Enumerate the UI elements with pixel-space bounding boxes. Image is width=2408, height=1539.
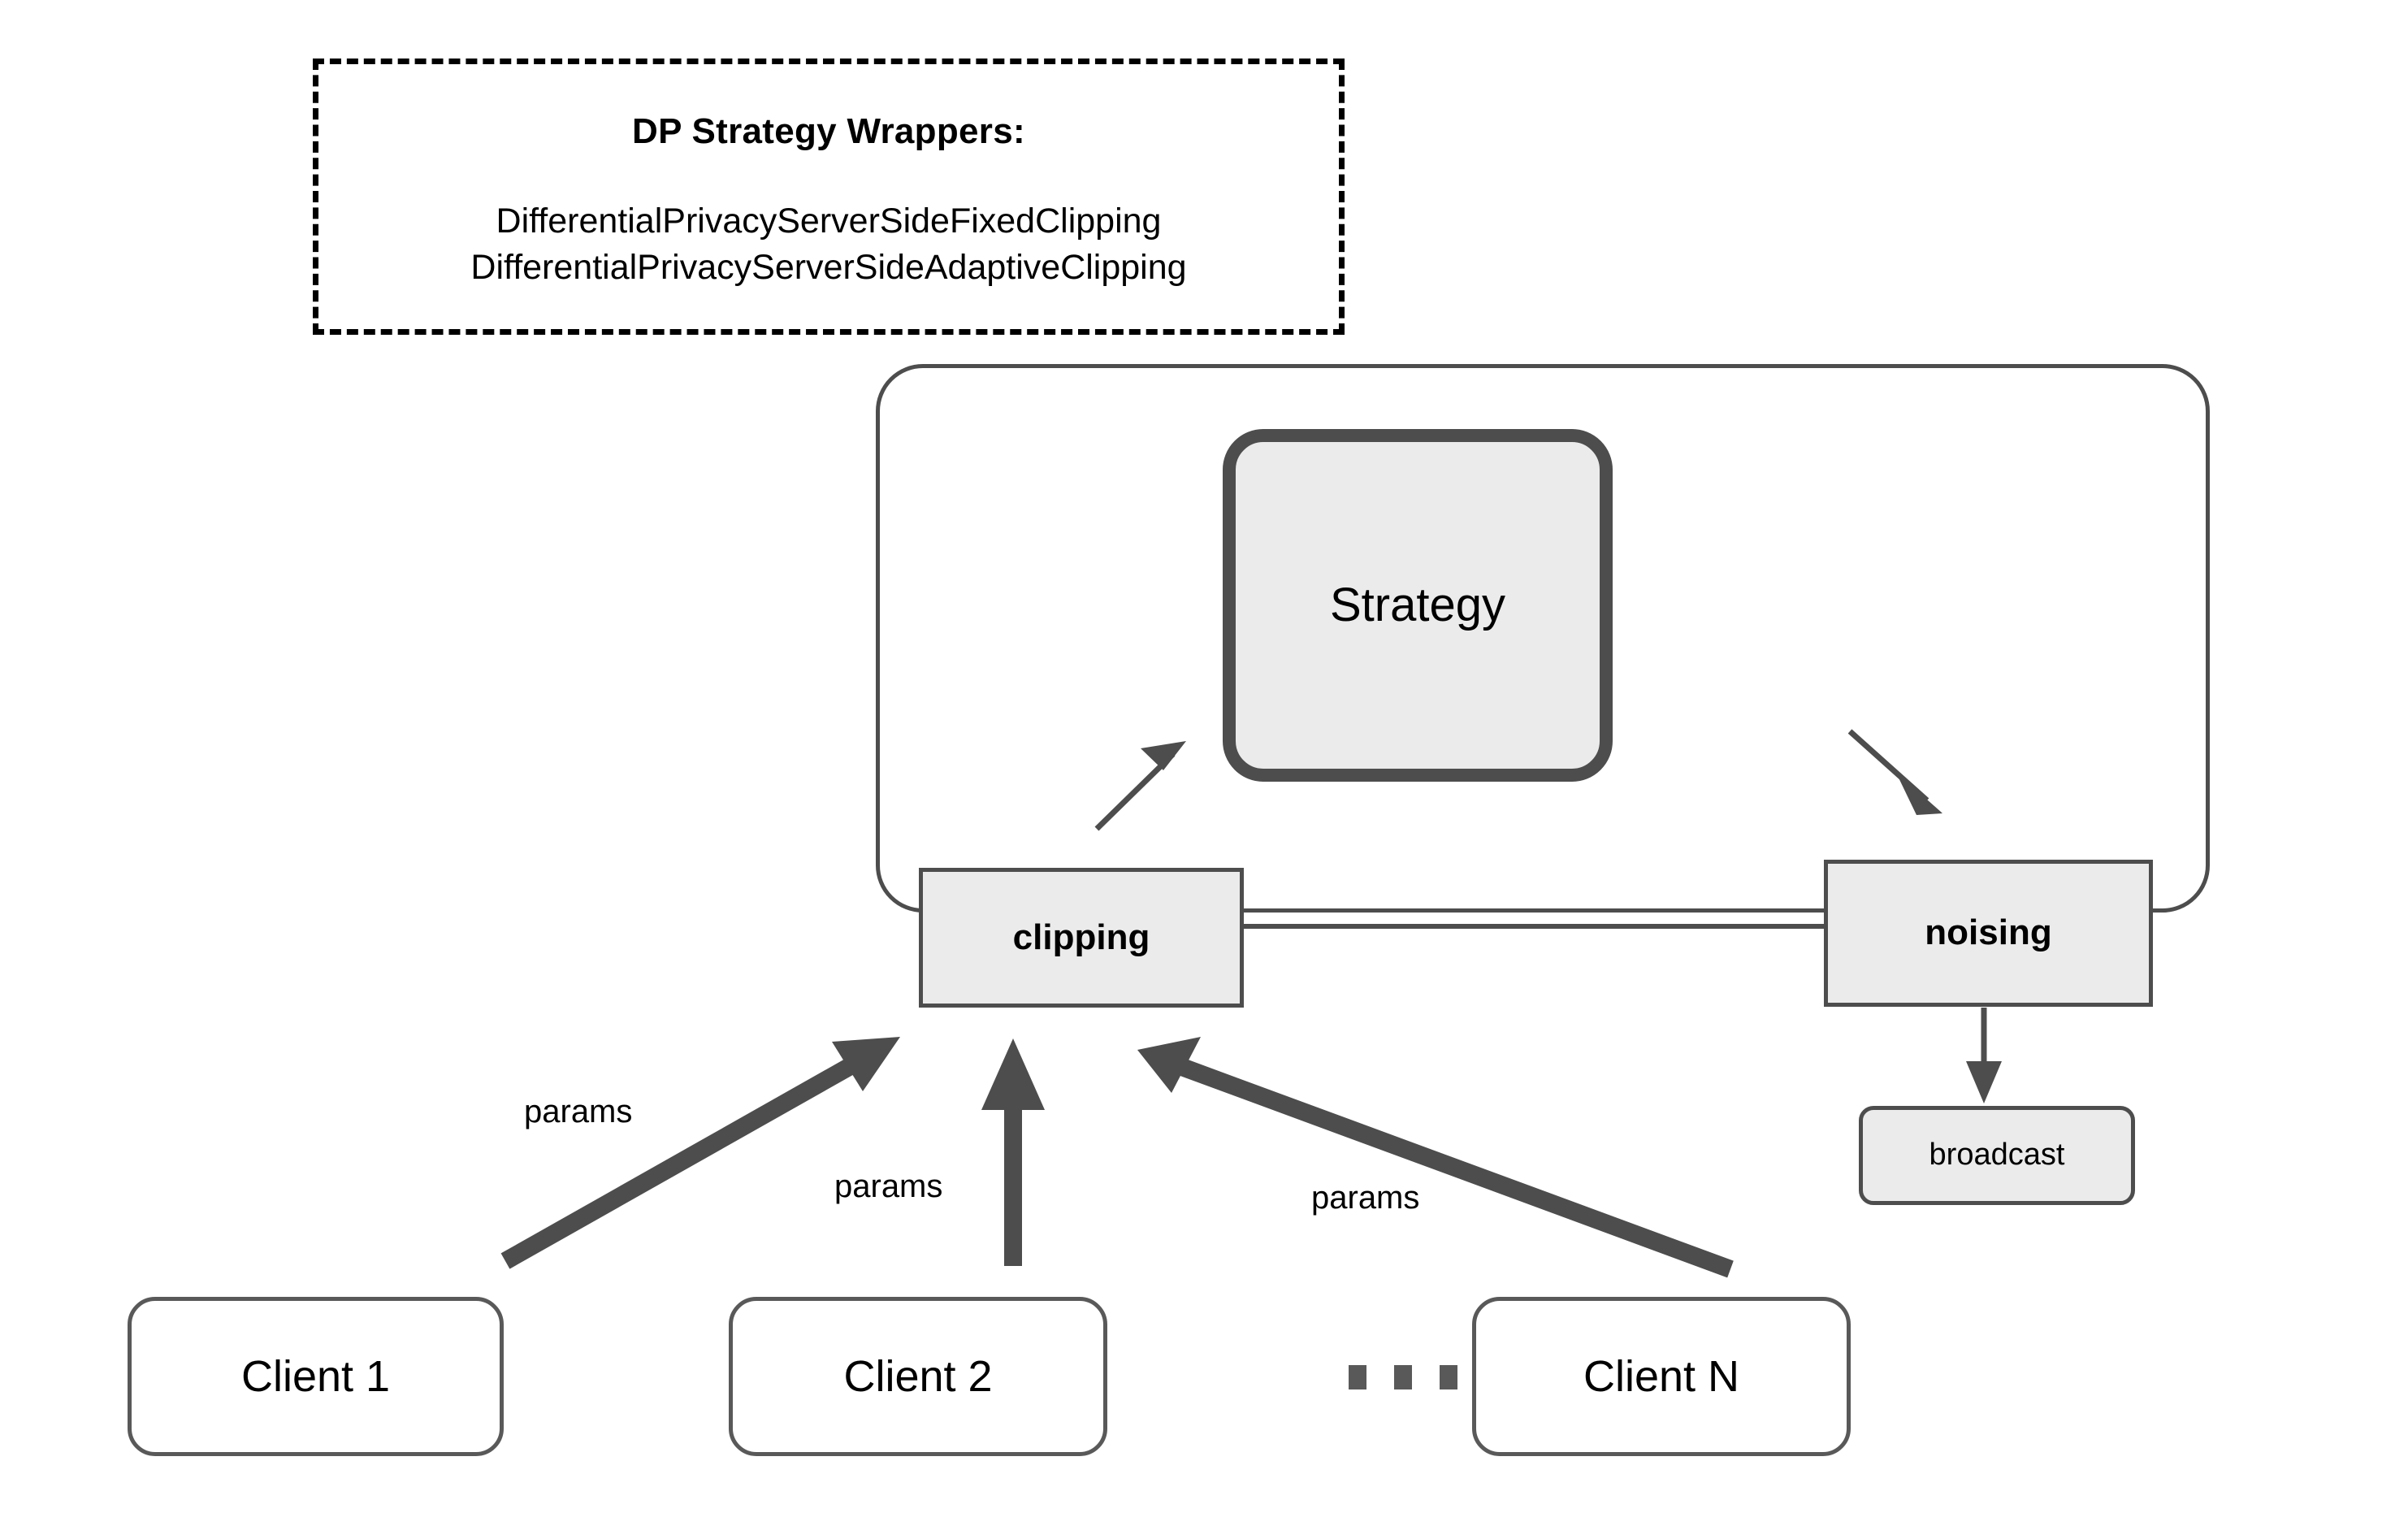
edge-clipping-strategy	[1094, 741, 1186, 831]
edge-strategy-noising	[1847, 729, 1942, 815]
edge-client2-clipping	[981, 1038, 1045, 1266]
wrapper-item-adaptive-clipping: DifferentialPrivacyServerSideAdaptiveCli…	[470, 247, 1187, 287]
edge-noising-broadcast	[1966, 1008, 2002, 1103]
clients-ellipsis-icon	[1349, 1365, 1457, 1389]
edge-label-params-client2: params	[834, 1168, 943, 1204]
client-n-node[interactable]: Client N	[1472, 1297, 1851, 1456]
wrapper-item-fixed-clipping: DifferentialPrivacyServerSideFixedClippi…	[496, 201, 1162, 241]
ellipsis-dot	[1440, 1365, 1457, 1389]
clipping-node[interactable]: clipping	[919, 868, 1244, 1008]
wrappers-title: DP Strategy Wrappers:	[632, 111, 1025, 151]
client-2-node[interactable]: Client 2	[729, 1297, 1107, 1456]
edge-label-params-clientn: params	[1311, 1180, 1420, 1216]
edge-client1-clipping	[500, 1037, 900, 1269]
edge-clientn-clipping	[1137, 1037, 1734, 1278]
dp-strategy-wrappers-box: DP Strategy Wrappers: DifferentialPrivac…	[313, 59, 1345, 335]
wrappers-list: DifferentialPrivacyServerSideFixedClippi…	[470, 198, 1186, 291]
broadcast-node[interactable]: broadcast	[1859, 1106, 2135, 1205]
server-container	[876, 364, 2210, 913]
strategy-node[interactable]: Strategy	[1223, 429, 1613, 782]
noising-node[interactable]: noising	[1824, 860, 2153, 1007]
ellipsis-dot	[1349, 1365, 1366, 1389]
edge-label-params-client1: params	[524, 1094, 633, 1129]
client-1-node[interactable]: Client 1	[128, 1297, 504, 1456]
ellipsis-dot	[1394, 1365, 1412, 1389]
